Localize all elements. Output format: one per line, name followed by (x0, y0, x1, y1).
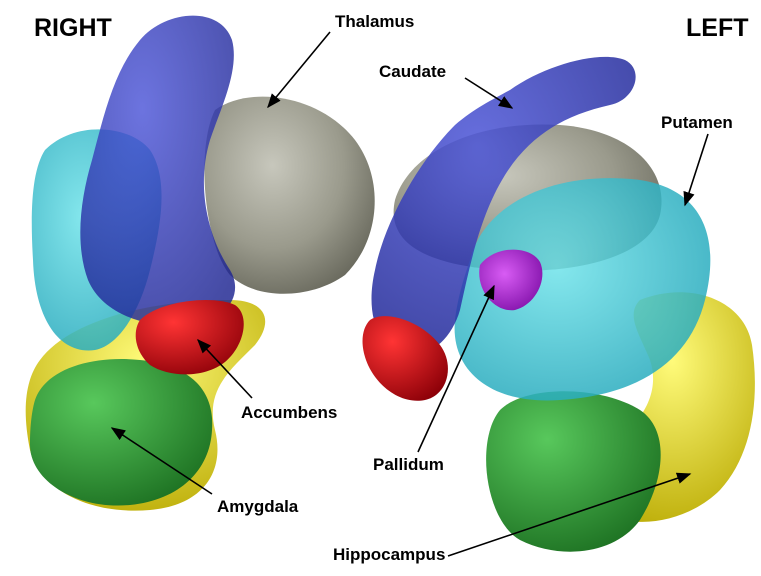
right-side-label: RIGHT (34, 14, 112, 42)
left-side-label: LEFT (686, 14, 749, 42)
amygdala-label: Amygdala (217, 497, 299, 516)
caudate-label: Caudate (379, 62, 446, 81)
pallidum-label: Pallidum (373, 455, 444, 474)
putamen-arrow (685, 134, 708, 205)
thalamus-arrow (268, 32, 330, 107)
right-hemisphere (26, 16, 375, 511)
left-amygdala-shape (486, 391, 661, 551)
thalamus-label: Thalamus (335, 12, 414, 31)
putamen-label: Putamen (661, 113, 733, 132)
right-amygdala-shape (30, 359, 212, 505)
accumbens-label: Accumbens (241, 403, 337, 422)
hippocampus-label: Hippocampus (333, 545, 445, 564)
right-thalamus-shape (204, 97, 374, 294)
